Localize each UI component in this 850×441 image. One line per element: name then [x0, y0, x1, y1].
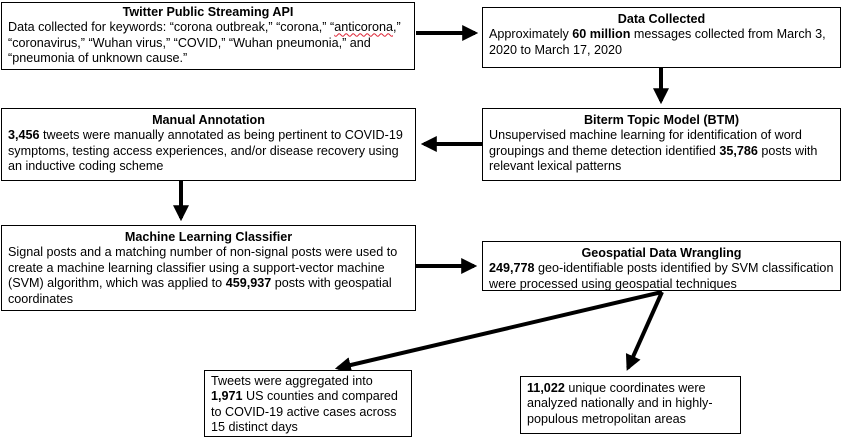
body-text: posts with relevant lexical patterns — [489, 143, 818, 174]
body-text: Signal posts and a matching number of no… — [8, 245, 398, 291]
body-text: Tweets were aggregated into — [211, 374, 373, 388]
highlight-number: 3,456 — [8, 128, 40, 143]
body-text: US counties and compared to COVID-19 act… — [211, 389, 398, 435]
box-body: 249,778 geo-identifiable posts identifie… — [489, 261, 834, 292]
box-counties: Tweets were aggregated into 1,971 US cou… — [204, 370, 412, 437]
spellcheck-flagged-word: anticorona — [334, 20, 393, 35]
box-body: Signal posts and a matching number of no… — [8, 245, 409, 307]
box-body: Data collected for keywords: “corona out… — [8, 20, 408, 66]
box-ml-classifier: Machine Learning Classifier Signal posts… — [1, 225, 416, 311]
highlight-number: 11,022 — [527, 381, 565, 395]
body-text: Approximately — [489, 27, 573, 42]
arrow-geospatial-to-coordinates — [625, 291, 664, 371]
highlight-number: 1,971 — [211, 389, 243, 404]
box-title: Machine Learning Classifier — [124, 230, 293, 244]
box-coordinates: 11,022 unique coordinates were analyzed … — [520, 376, 741, 434]
highlight-number: 35,786 — [719, 143, 758, 158]
box-body: Tweets were aggregated into 1,971 US cou… — [211, 374, 405, 436]
highlight-number: 249,778 — [489, 261, 535, 276]
box-geospatial: Geospatial Data Wrangling 249,778 geo-id… — [482, 241, 841, 291]
box-btm: Biterm Topic Model (BTM) Unsupervised ma… — [482, 108, 841, 181]
body-text: Unsupervised machine learning for identi… — [489, 128, 802, 158]
body-text: geo-identifiable posts identified by SVM… — [489, 261, 834, 291]
box-data-collected: Data Collected Approximately 60 million … — [482, 7, 841, 68]
body-text: posts with geospatial coordinates — [8, 276, 392, 306]
highlight-number: 60 million — [572, 27, 631, 42]
body-text: tweets were manually annotated as being … — [8, 128, 403, 174]
body-text: ,” “coronavirus,” “Wuhan virus,” “COVID,… — [8, 20, 401, 66]
box-title: Twitter Public Streaming API — [122, 5, 294, 19]
box-body: Approximately 60 million messages collec… — [489, 27, 834, 58]
box-manual-annotation: Manual Annotation 3,456 tweets were manu… — [1, 108, 416, 181]
body-text: unique coordinates were analyzed nationa… — [527, 381, 713, 426]
highlight-number: 459,937 — [225, 276, 272, 291]
box-body: 11,022 unique coordinates were analyzed … — [527, 381, 734, 427]
box-title: Data Collected — [617, 12, 706, 26]
box-body: Unsupervised machine learning for identi… — [489, 128, 834, 174]
arrow-geospatial-to-counties — [334, 290, 663, 373]
body-text: Data collected for keywords: “corona out… — [8, 20, 335, 35]
box-title: Biterm Topic Model (BTM) — [583, 113, 740, 127]
box-title: Geospatial Data Wrangling — [581, 246, 742, 260]
box-twitter-api: Twitter Public Streaming API Data collec… — [1, 2, 415, 70]
box-title: Manual Annotation — [152, 113, 265, 127]
body-text: messages collected from March 3, 2020 to… — [489, 27, 826, 57]
box-body: 3,456 tweets were manually annotated as … — [8, 128, 409, 174]
